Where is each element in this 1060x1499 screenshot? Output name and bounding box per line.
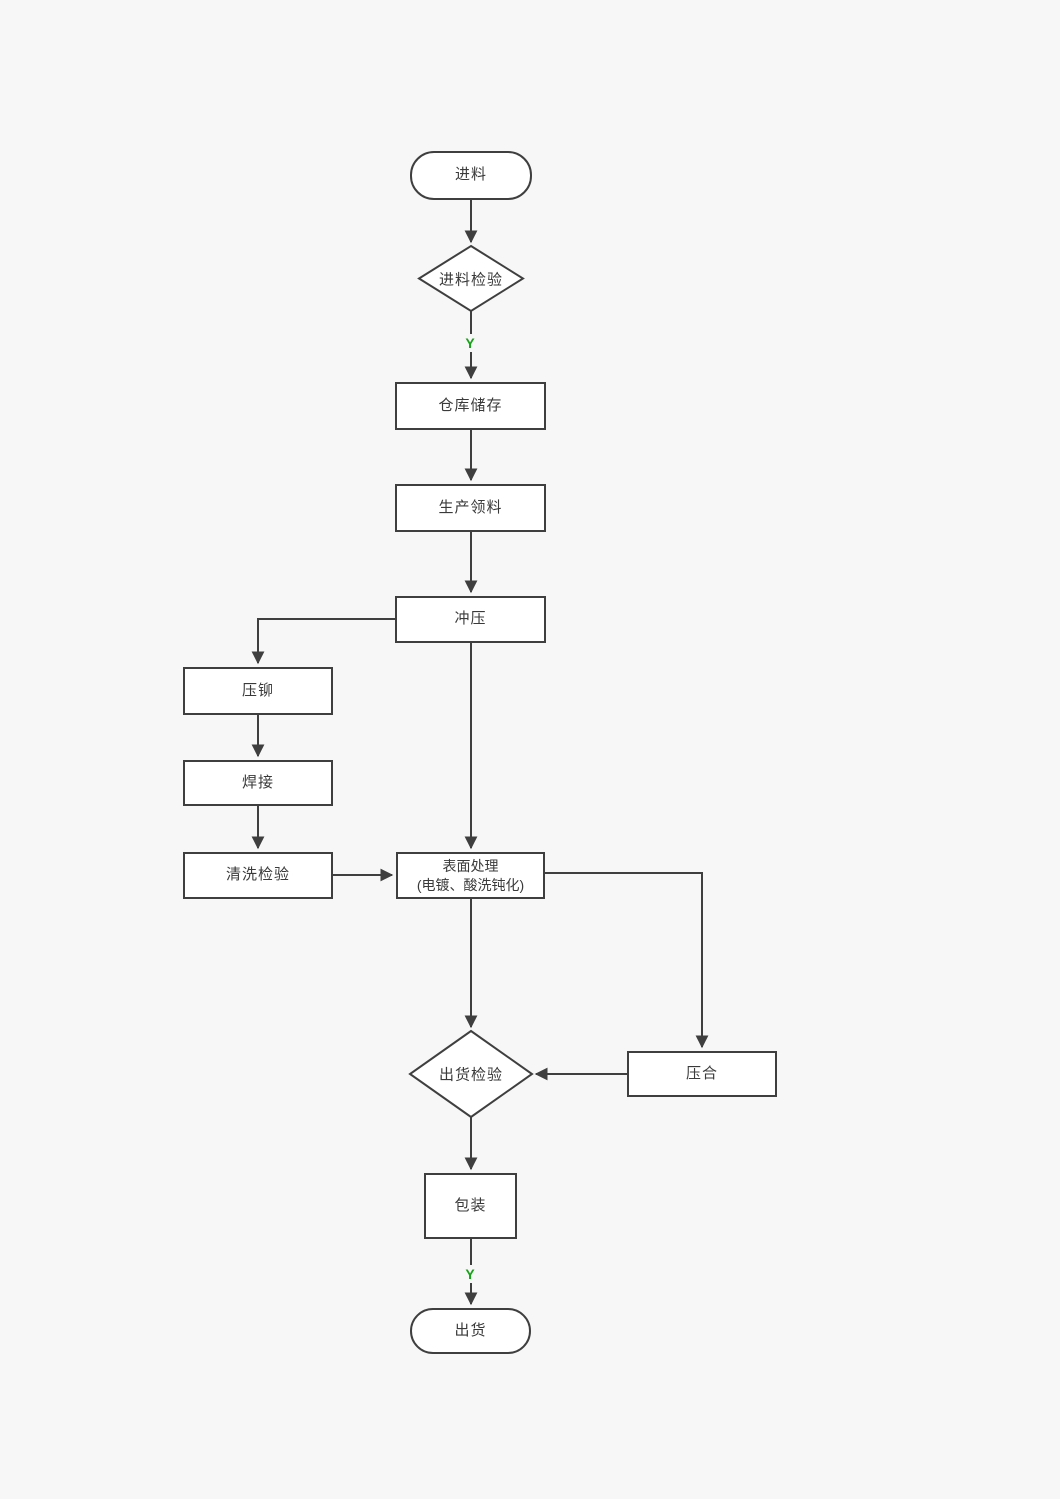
node-shipping: 出货: [410, 1308, 531, 1354]
outgoing-inspection-diamond: [408, 1029, 534, 1119]
node-welding-label: 焊接: [241, 773, 274, 791]
node-welding: 焊接: [183, 760, 333, 806]
node-outgoing-inspection-label: 出货检验: [438, 1066, 504, 1084]
node-warehouse-storage-label: 仓库储存: [438, 396, 503, 414]
node-shipping-label: 出货: [454, 1321, 487, 1339]
node-start-label: 进料: [454, 166, 487, 184]
node-production-picking-label: 生产领料: [438, 498, 503, 516]
node-packaging: 包装: [424, 1173, 517, 1239]
node-start: 进料: [410, 151, 532, 200]
node-cleaning-inspection-label: 清洗检验: [225, 866, 290, 884]
node-packaging-label: 包装: [454, 1196, 487, 1214]
yes-label-incoming: Y: [462, 334, 478, 352]
node-surface-treatment: 表面处理 (电镀、酸洗钝化): [396, 852, 545, 899]
yes-label-packaging: Y: [462, 1265, 478, 1283]
node-cleaning-inspection: 清洗检验: [183, 852, 333, 899]
node-incoming-inspection-label: 进料检验: [438, 271, 504, 289]
node-surface-treatment-label-line1: 表面处理: [442, 857, 499, 874]
node-pressing: 压合: [627, 1051, 777, 1097]
node-surface-treatment-label-line2: (电镀、酸洗钝化): [416, 876, 525, 893]
node-stamping: 冲压: [395, 596, 546, 643]
node-riveting: 压铆: [183, 667, 333, 715]
node-production-picking: 生产领料: [395, 484, 546, 532]
incoming-inspection-diamond: [417, 244, 525, 313]
node-riveting-label: 压铆: [241, 681, 274, 699]
node-stamping-label: 冲压: [454, 610, 487, 628]
edge-stamping-to-riveting: [251, 618, 395, 665]
node-pressing-label: 压合: [685, 1064, 718, 1082]
node-warehouse-storage: 仓库储存: [395, 382, 546, 430]
edge-surface-treatment-to-pressing: [545, 872, 709, 1049]
